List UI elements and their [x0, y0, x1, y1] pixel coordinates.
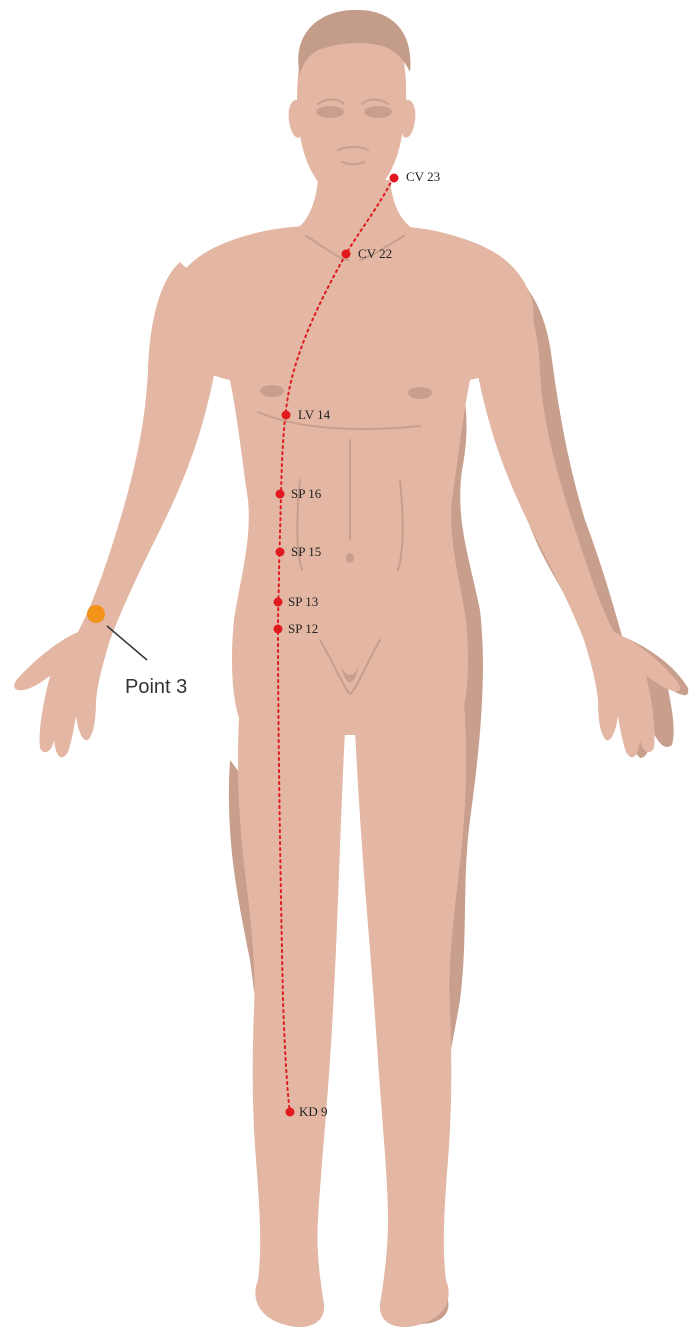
neck	[298, 180, 412, 228]
point-dot-cv23[interactable]	[390, 174, 399, 183]
point-label-kd9: KD 9	[299, 1104, 328, 1119]
point-3-marker[interactable]	[87, 605, 105, 623]
callout-leader-line	[107, 626, 147, 660]
point-dot-sp15[interactable]	[276, 548, 285, 557]
point-3-label: Point 3	[125, 676, 187, 698]
point-dot-sp16[interactable]	[276, 490, 285, 499]
point-label-sp16: SP 16	[291, 486, 322, 501]
point-dot-kd9[interactable]	[286, 1108, 295, 1117]
leg-right	[355, 700, 466, 1327]
point-label-cv23: CV 23	[406, 169, 440, 184]
point-dot-sp12[interactable]	[274, 625, 283, 634]
point-label-sp13: SP 13	[288, 594, 318, 609]
point-label-lv14: LV 14	[298, 407, 331, 422]
leg-left	[238, 700, 345, 1327]
meridian-point-cv23: CV 23	[390, 169, 441, 184]
point-dot-lv14[interactable]	[282, 411, 291, 420]
point-label-sp15: SP 15	[291, 544, 321, 559]
point-dot-cv22[interactable]	[342, 250, 351, 259]
point-label-cv22: CV 22	[358, 246, 392, 261]
point-label-sp12: SP 12	[288, 621, 318, 636]
point-dot-sp13[interactable]	[274, 598, 283, 607]
arm-left	[14, 262, 220, 757]
body-skin	[14, 15, 680, 1327]
